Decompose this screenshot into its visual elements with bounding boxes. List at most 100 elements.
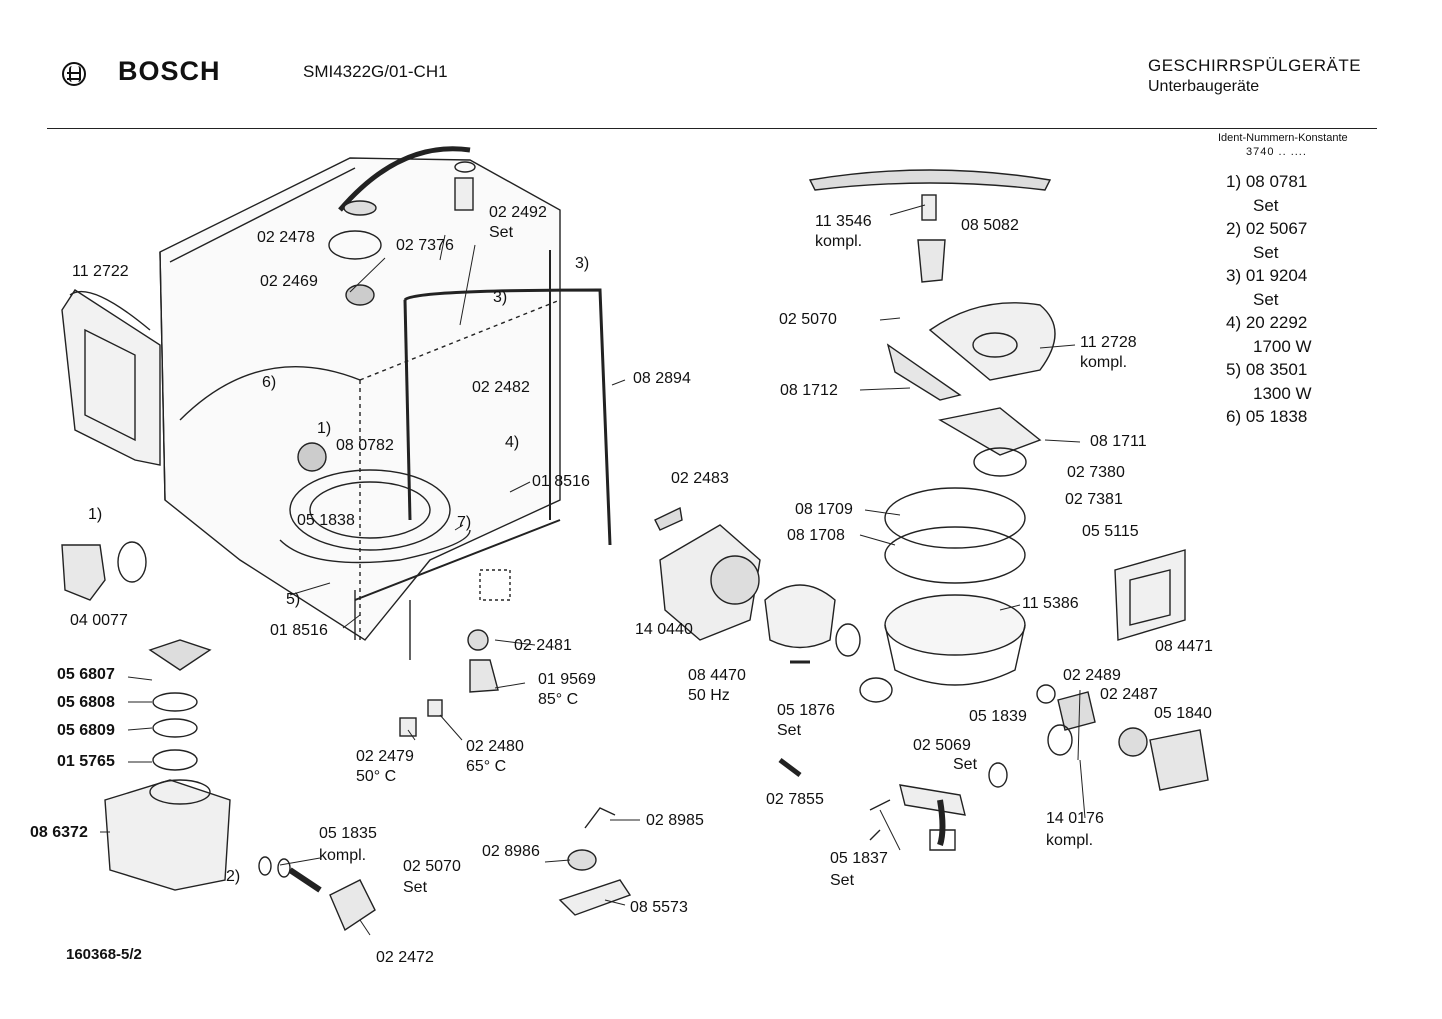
part-label: 02 5069 (913, 737, 971, 754)
part-label: 08 2894 (633, 370, 691, 387)
part-label: 08 1711 (1090, 433, 1147, 450)
marker-label: 1) (317, 420, 332, 437)
part-label: 02 7381 (1065, 491, 1123, 508)
water-softener-stack (104, 639, 231, 891)
part-label: Set (489, 224, 514, 241)
part-label: 14 0440 (635, 621, 693, 638)
side-panel-part (61, 289, 161, 466)
brand-name: BOSCH (118, 56, 221, 86)
header-divider (47, 128, 1377, 129)
marker-label: 3) (493, 289, 508, 306)
temperature-label: 50° C (356, 768, 397, 785)
part-label: 02 7380 (1067, 464, 1125, 481)
part-label: 02 2483 (671, 470, 729, 487)
marker-label: 2) (226, 868, 241, 885)
part-label: 02 8986 (482, 843, 540, 860)
category-title: GESCHIRRSPÜLGERÄTE (1148, 56, 1362, 75)
part-label: 02 2469 (260, 273, 318, 290)
ident-heading: Ident-Nummern-Konstante (1218, 132, 1348, 144)
part-label: kompl. (319, 847, 367, 864)
part-label: 02 2472 (376, 949, 434, 966)
cabinet-assembly (159, 146, 612, 660)
ident-constant-detail: 1700 W (1253, 336, 1312, 356)
leader-lines (100, 204, 1086, 936)
part-label: Set (953, 756, 978, 773)
part-label: 01 9569 (538, 671, 596, 688)
part-label: 08 6372 (30, 824, 88, 841)
part-label: 50 Hz (688, 687, 730, 704)
part-label: 05 6809 (57, 722, 115, 739)
part-label: Set (830, 872, 855, 889)
part-label: Set (777, 722, 802, 739)
marker-label: 3) (575, 255, 590, 272)
temperature-label: 85° C (538, 691, 579, 708)
part-label: kompl. (1046, 832, 1094, 849)
part-label: 05 1835 (319, 825, 377, 842)
marker-label: 5) (286, 591, 301, 608)
ident-constant-entry: 2) 02 5067 (1226, 219, 1308, 238)
filter-assembly (884, 302, 1056, 686)
thermostat-parts (399, 569, 511, 737)
part-label: 02 2480 (466, 738, 524, 755)
part-label: 05 1876 (777, 702, 835, 719)
part-label: 05 1840 (1154, 705, 1212, 722)
part-label: 01 5765 (57, 753, 115, 770)
part-label: 02 5070 (779, 311, 837, 328)
part-label: 05 1837 (830, 850, 888, 867)
upper-spray-arm (808, 169, 1052, 283)
ident-constant-detail: Set (1253, 289, 1279, 309)
part-04-0077 (61, 541, 147, 601)
part-label: kompl. (1080, 354, 1128, 371)
temperature-label: 65° C (466, 758, 507, 775)
part-label: kompl. (815, 233, 863, 250)
part-label: 02 8985 (646, 812, 704, 829)
part-label: 08 4470 (688, 667, 746, 684)
part-label: 01 8516 (532, 473, 590, 490)
part-label: 02 2487 (1100, 686, 1158, 703)
part-label: 11 2728 (1080, 334, 1137, 351)
ident-constant-detail: Set (1253, 195, 1279, 215)
bosch-logo-icon (62, 62, 86, 86)
part-label: 05 6807 (57, 666, 115, 683)
part-label: 04 0077 (70, 612, 128, 629)
part-label: 02 5070 (403, 858, 461, 875)
part-label: 02 2479 (356, 748, 414, 765)
ident-constant-entry: 1) 08 0781 (1226, 172, 1308, 191)
category-subtitle: Unterbaugeräte (1148, 78, 1260, 95)
part-05-1835 (258, 856, 376, 932)
part-label: 08 5573 (630, 899, 688, 916)
model-number: SMI4322G/01-CH1 (303, 62, 448, 81)
marker-label: 4) (505, 434, 520, 451)
part-label: Set (403, 879, 428, 896)
part-label: 05 6808 (57, 694, 115, 711)
dispenser-parts (558, 807, 632, 916)
ident-constant-entry: 6) 05 1838 (1226, 407, 1308, 426)
part-label: 02 7855 (766, 791, 824, 808)
part-label: 08 4471 (1155, 638, 1213, 655)
part-label: 01 8516 (270, 622, 328, 639)
part-label: 02 2492 (489, 204, 547, 221)
part-label: 08 1712 (780, 382, 838, 399)
part-label: 11 3546 (815, 213, 872, 230)
part-08-4471 (1114, 549, 1186, 641)
part-label: 11 2722 (72, 263, 129, 280)
ident-constant-entry: 5) 08 3501 (1226, 360, 1308, 379)
marker-label: 7) (457, 514, 472, 531)
ident-constant-detail: Set (1253, 242, 1279, 262)
ident-constant-entry: 3) 01 9204 (1226, 266, 1308, 285)
part-label: 08 0782 (336, 437, 394, 454)
valve-and-hoses (869, 684, 1209, 851)
part-label: 05 5115 (1082, 523, 1139, 540)
part-label: 14 0176 (1046, 810, 1104, 827)
part-label: 05 1839 (969, 708, 1027, 725)
ident-code: 3740 .. .... (1246, 146, 1307, 158)
part-label: 02 2489 (1063, 667, 1121, 684)
marker-label: 1) (88, 506, 103, 523)
part-label: 11 5386 (1022, 595, 1079, 612)
part-label: 05 1838 (297, 512, 355, 529)
part-label: 08 1708 (787, 527, 845, 544)
ident-constant-detail: 1300 W (1253, 383, 1312, 403)
part-label: 02 2482 (472, 379, 530, 396)
